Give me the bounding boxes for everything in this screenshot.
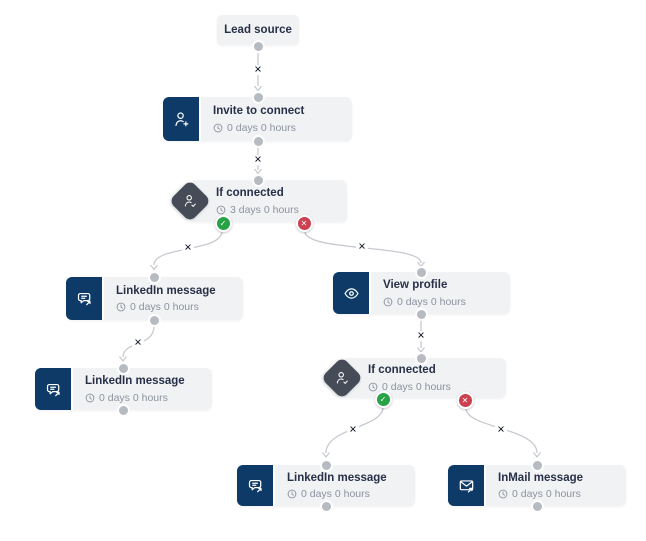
node-title: If connected <box>368 364 436 377</box>
clock-icon <box>287 489 297 499</box>
node-view-profile[interactable]: View profile 0 days 0 hours <box>333 272 510 314</box>
connection-port[interactable] <box>253 41 263 51</box>
clock-icon <box>116 302 126 312</box>
arrowhead-icon <box>416 347 426 354</box>
node-delay-text: 0 days 0 hours <box>512 488 581 501</box>
check-icon: ✓ <box>219 218 227 228</box>
connection-port[interactable] <box>321 501 331 511</box>
check-icon: ✓ <box>379 394 387 404</box>
node-title: InMail message <box>498 471 584 484</box>
node-title: View profile <box>383 279 448 292</box>
arrowhead-icon <box>532 452 542 459</box>
connection-port[interactable] <box>118 405 128 415</box>
mail-send-icon <box>448 465 486 506</box>
person-check-icon <box>320 356 364 400</box>
arrowhead-icon <box>321 452 331 459</box>
node-delay-text: 0 days 0 hours <box>301 488 370 501</box>
arrowhead-icon <box>118 356 128 363</box>
remove-connection-button[interactable]: ✕ <box>132 337 144 349</box>
remove-connection-button[interactable]: ✕ <box>356 241 368 253</box>
node-linkedin-message-2[interactable]: LinkedIn message 0 days 0 hours <box>35 368 212 410</box>
node-delay-text: 0 days 0 hours <box>382 380 451 393</box>
node-if-connected-2[interactable]: If connected 0 days 0 hours <box>320 356 506 400</box>
arrowhead-icon <box>253 85 263 92</box>
connection-port[interactable] <box>532 501 542 511</box>
connection-port[interactable] <box>532 460 542 470</box>
node-lead-source[interactable]: Lead source <box>217 15 299 45</box>
connection-port[interactable] <box>253 136 263 146</box>
condition-no-port[interactable]: ✕ <box>456 391 474 409</box>
node-delay-text: 0 days 0 hours <box>99 391 168 404</box>
remove-connection-button[interactable]: ✕ <box>182 242 194 254</box>
remove-connection-button[interactable]: ✕ <box>495 424 507 436</box>
clock-icon <box>85 393 95 403</box>
connection-port[interactable] <box>321 460 331 470</box>
remove-connection-button[interactable]: ✕ <box>415 330 427 342</box>
node-title: If connected <box>216 187 284 200</box>
connection-port[interactable] <box>253 175 263 185</box>
chat-message-send-icon <box>66 277 104 320</box>
remove-connection-button[interactable]: ✕ <box>252 154 264 166</box>
condition-no-port[interactable]: ✕ <box>295 214 313 232</box>
connection-port[interactable] <box>416 353 426 363</box>
connection-port[interactable] <box>253 92 263 102</box>
clock-icon <box>368 382 378 392</box>
node-title: LinkedIn message <box>116 284 216 297</box>
node-inmail-message[interactable]: InMail message 0 days 0 hours <box>448 465 626 506</box>
condition-yes-port[interactable]: ✓ <box>214 214 232 232</box>
arrowhead-icon <box>253 168 263 175</box>
condition-yes-port[interactable]: ✓ <box>374 390 392 408</box>
node-delay-text: 0 days 0 hours <box>397 295 466 308</box>
node-title: LinkedIn message <box>287 471 387 484</box>
connection-port[interactable] <box>118 363 128 373</box>
node-title: LinkedIn message <box>85 375 185 388</box>
node-delay-text: 0 days 0 hours <box>227 121 296 134</box>
node-delay-text: 0 days 0 hours <box>130 301 199 314</box>
clock-icon <box>498 489 508 499</box>
clock-icon <box>383 297 393 307</box>
chat-message-send-icon <box>237 465 275 506</box>
node-title: Invite to connect <box>213 105 305 118</box>
node-invite-to-connect[interactable]: Invite to connect 0 days 0 hours <box>163 97 352 141</box>
node-if-connected-1[interactable]: If connected 3 days 0 hours <box>168 179 347 223</box>
person-check-icon <box>168 179 212 223</box>
cross-icon: ✕ <box>300 218 308 228</box>
connection-port[interactable] <box>149 272 159 282</box>
arrowhead-icon <box>149 264 159 271</box>
connection-port[interactable] <box>149 315 159 325</box>
clock-icon <box>216 205 226 215</box>
person-add-icon <box>163 97 201 141</box>
node-linkedin-message-3[interactable]: LinkedIn message 0 days 0 hours <box>237 465 415 506</box>
clock-icon <box>213 123 223 133</box>
arrowhead-icon <box>416 261 426 268</box>
remove-connection-button[interactable]: ✕ <box>252 64 264 76</box>
node-title: Lead source <box>224 24 292 36</box>
cross-icon: ✕ <box>461 395 469 405</box>
connection-port[interactable] <box>416 267 426 277</box>
node-linkedin-message-1[interactable]: LinkedIn message 0 days 0 hours <box>66 277 243 320</box>
connection-port[interactable] <box>416 309 426 319</box>
node-delay-text: 3 days 0 hours <box>230 203 299 216</box>
chat-message-send-icon <box>35 368 73 410</box>
remove-connection-button[interactable]: ✕ <box>347 424 359 436</box>
eye-icon <box>333 272 371 314</box>
